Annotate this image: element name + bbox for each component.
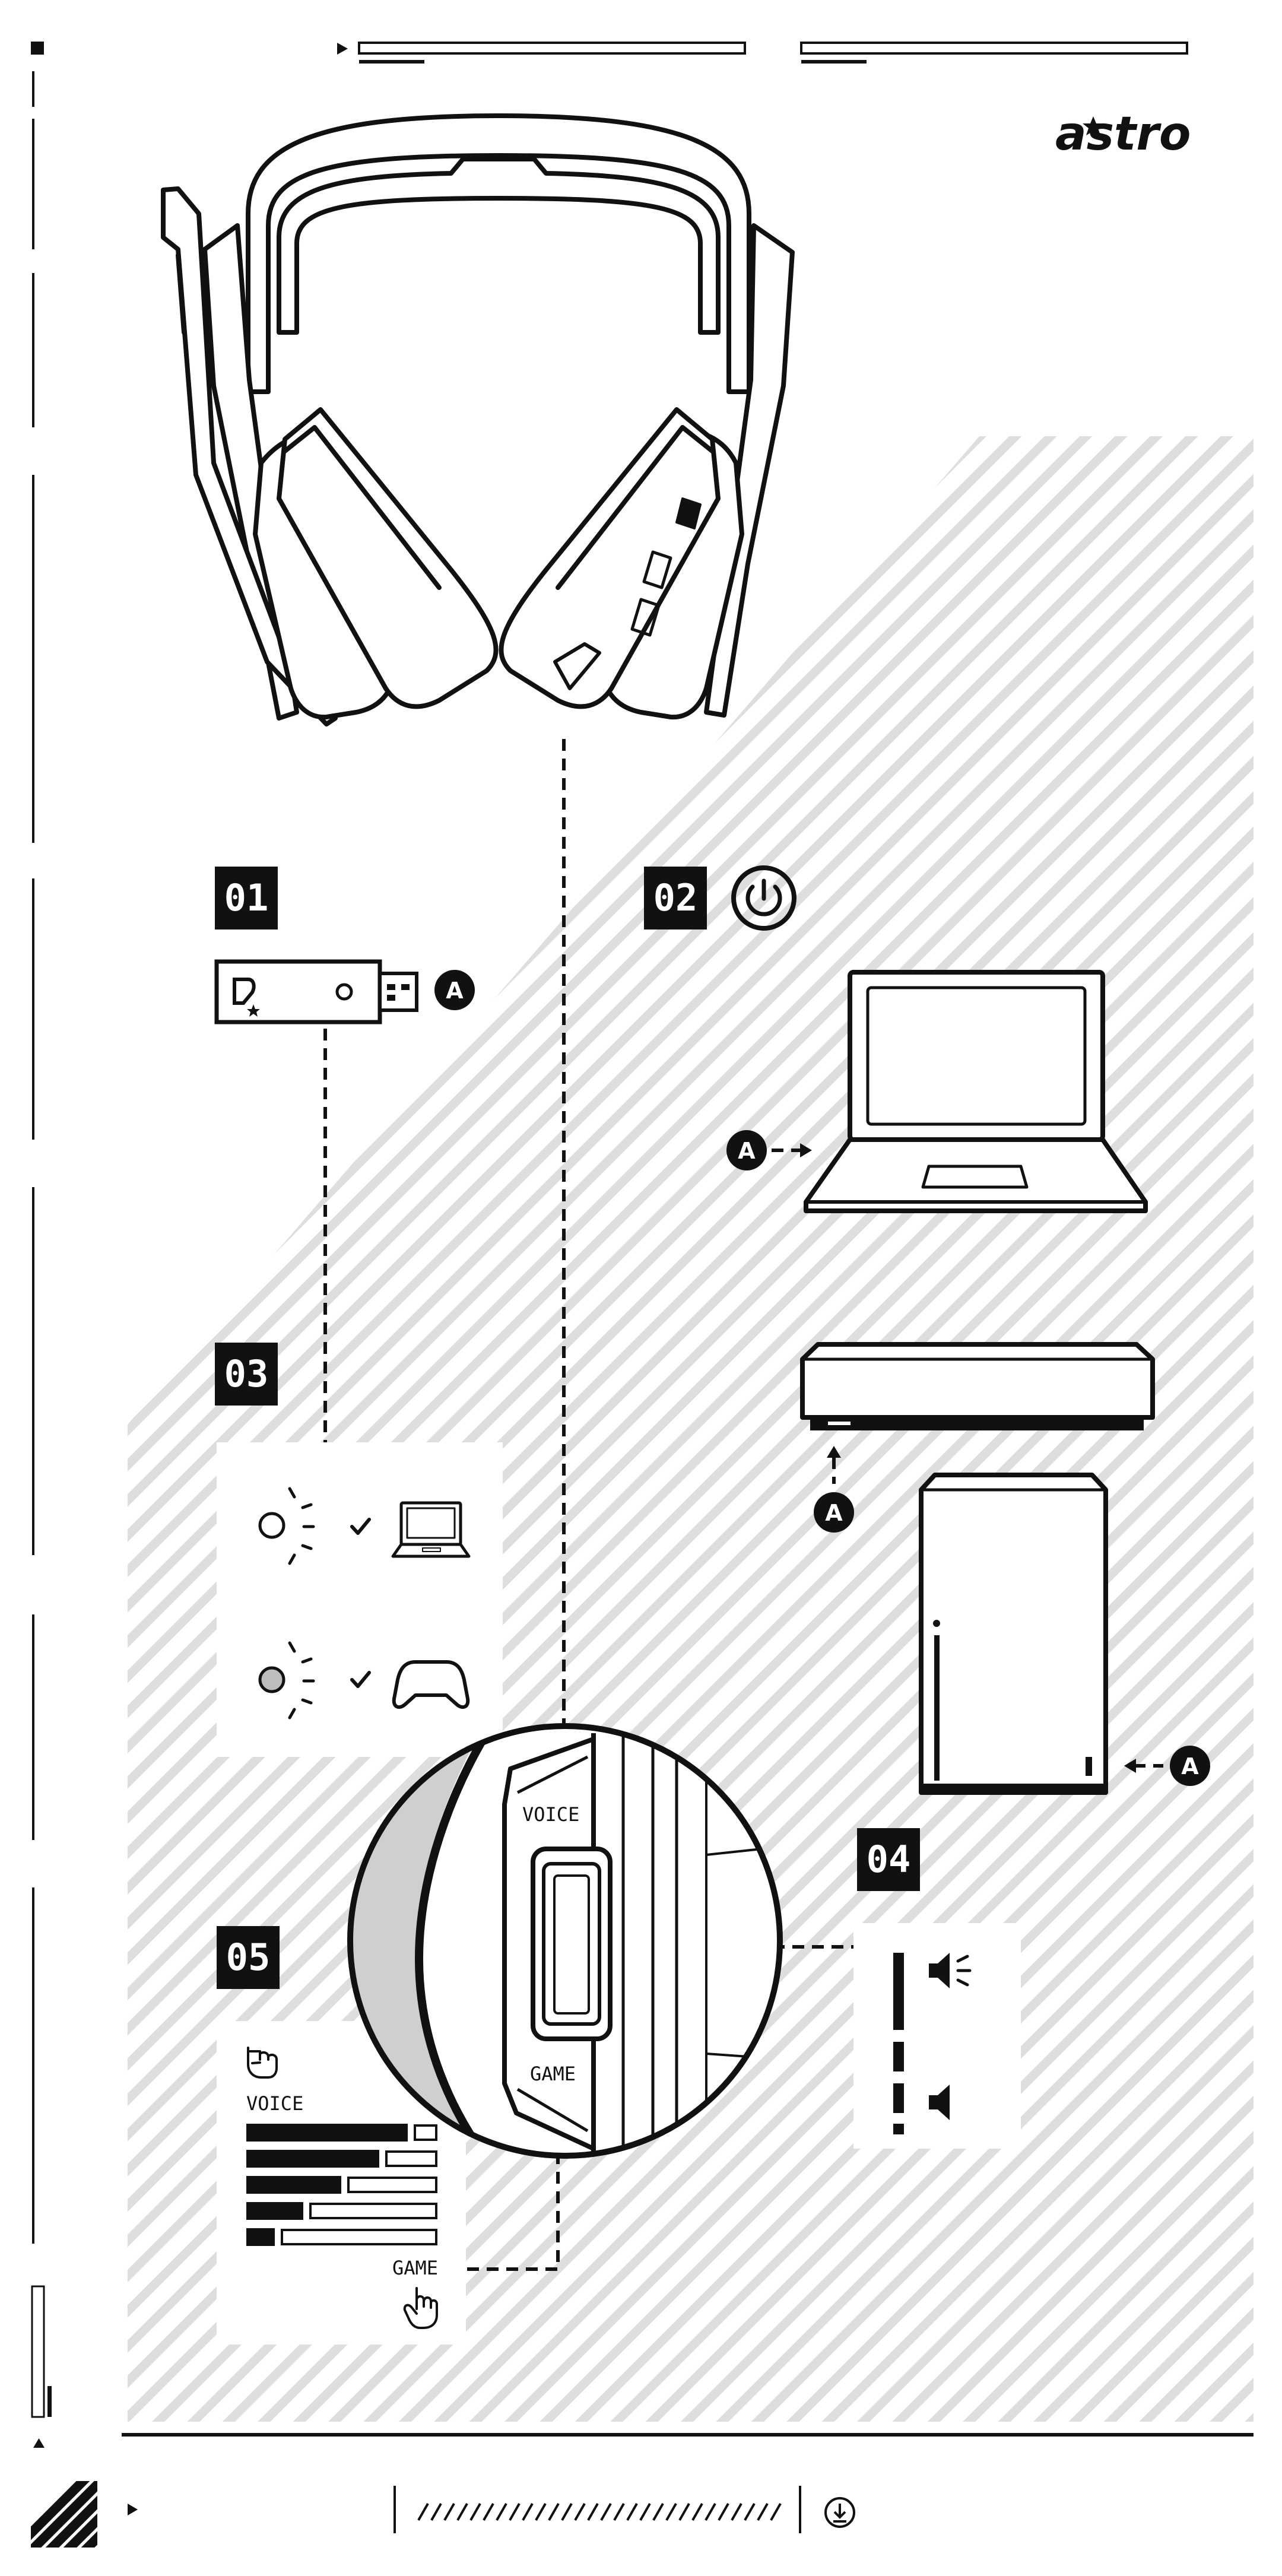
footer-slash	[601, 2504, 611, 2520]
marker-a-label: A	[446, 978, 464, 1004]
step-02-badge: 02	[644, 867, 707, 929]
footer-slash	[680, 2504, 689, 2520]
footer-slash	[693, 2504, 702, 2520]
marker-a-label: A	[738, 1138, 756, 1164]
footer-slash	[667, 2504, 676, 2520]
brand-logo-text: astro	[1055, 107, 1191, 161]
footer-slash	[523, 2504, 532, 2520]
voice-level-bar	[246, 2176, 341, 2194]
footer-slash	[536, 2504, 545, 2520]
connector-marker-laptop: A	[726, 1130, 767, 1170]
step-03-badge: 03	[215, 1343, 278, 1406]
step-03-label: 03	[224, 1352, 269, 1395]
footer-slash	[732, 2504, 741, 2520]
volume-scale	[893, 1953, 904, 2134]
footer-slash	[431, 2504, 441, 2520]
step-01-badge: 01	[215, 867, 278, 929]
step-04-label: 04	[867, 1838, 911, 1881]
game-level-bar	[386, 2152, 436, 2166]
led-status-panel	[217, 1442, 503, 1757]
laptop-icon	[806, 972, 1145, 1211]
footer-slash	[758, 2504, 767, 2520]
console-series-s-icon	[802, 1344, 1153, 1430]
game-level-bar	[415, 2125, 436, 2140]
footer-slash	[575, 2504, 585, 2520]
console-series-x-icon	[921, 1475, 1106, 1794]
footer-slash	[588, 2504, 598, 2520]
volume-panel	[853, 1923, 1021, 2149]
footer-slash	[719, 2504, 728, 2520]
footer-slash	[484, 2504, 493, 2520]
astro-logo: astro	[1055, 107, 1191, 161]
footer-slash	[471, 2504, 480, 2520]
footer-slash	[445, 2504, 454, 2520]
download-icon[interactable]	[826, 2498, 854, 2527]
voice-level-bar	[246, 2150, 379, 2168]
connector-marker-console-x: A	[1170, 1746, 1210, 1786]
mix-game-label: GAME	[392, 2257, 438, 2279]
footer-slash	[653, 2504, 663, 2520]
connector-marker-adapter: A	[434, 970, 475, 1010]
step-05-label: 05	[226, 1936, 271, 1979]
footer-slash	[418, 2504, 428, 2520]
dial-voice-label: VOICE	[522, 1803, 579, 1826]
footer-slash	[771, 2504, 780, 2520]
usb-transmitter-icon	[217, 962, 417, 1022]
voice-level-bar	[246, 2202, 303, 2220]
voice-level-bar	[246, 2228, 275, 2246]
footer-slash	[549, 2504, 559, 2520]
footer-slash	[562, 2504, 572, 2520]
marker-a-label: A	[825, 1500, 843, 1526]
footer-slash	[640, 2504, 650, 2520]
headset-icon	[163, 116, 792, 724]
game-level-bar	[282, 2230, 436, 2244]
footer-slashes	[418, 2504, 780, 2520]
marker-a-label: A	[1181, 1753, 1199, 1779]
game-level-bar	[310, 2204, 436, 2218]
footer-slash	[458, 2504, 467, 2520]
footer-slash	[614, 2504, 624, 2520]
game-level-bar	[348, 2178, 436, 2192]
step-05-badge: 05	[217, 1926, 280, 1989]
connector-marker-console-s: A	[814, 1492, 854, 1533]
footer-slash	[510, 2504, 519, 2520]
voice-level-bar	[246, 2124, 408, 2142]
step-02-label: 02	[653, 876, 698, 919]
laptop-small-icon	[393, 1503, 469, 1556]
step-04-badge: 04	[857, 1828, 920, 1891]
step-01-label: 01	[224, 876, 269, 919]
dial-game-label: GAME	[530, 2063, 576, 2085]
footer-slash	[706, 2504, 715, 2520]
footer-slash	[745, 2504, 754, 2520]
footer-slash	[497, 2504, 506, 2520]
footer-hatch-mark	[0, 2463, 172, 2570]
mix-voice-label: VOICE	[246, 2092, 303, 2115]
footer-slash	[627, 2504, 637, 2520]
